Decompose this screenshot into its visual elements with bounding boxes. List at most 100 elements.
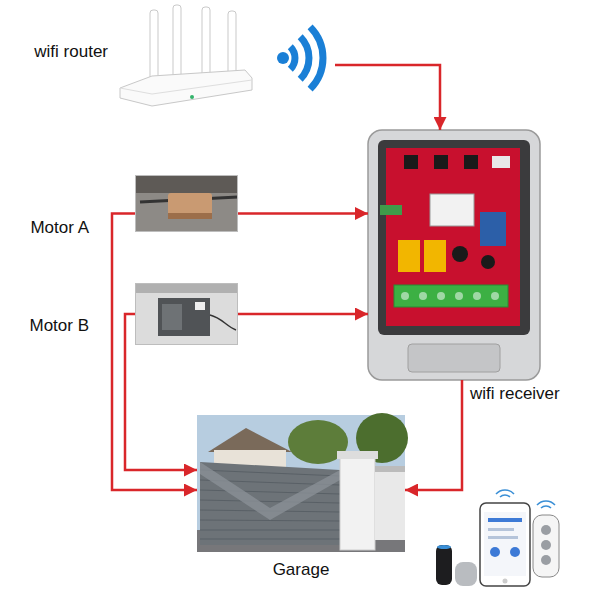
capacitor <box>452 246 468 262</box>
relay <box>398 240 420 272</box>
node-label: Motor A <box>30 218 89 238</box>
slat <box>200 520 340 521</box>
button <box>434 155 448 169</box>
motor-shade <box>168 213 212 219</box>
radio-module <box>480 212 506 246</box>
receiver-node: wifi receiver <box>368 130 540 380</box>
relay <box>424 240 446 272</box>
ceiling <box>135 283 238 293</box>
app-row <box>488 528 514 531</box>
pcb <box>386 148 520 326</box>
device-signal <box>496 490 555 508</box>
signal-arrow <box>112 214 197 491</box>
signal-arrow <box>238 212 368 215</box>
motor-light <box>195 302 205 310</box>
ceiling <box>135 175 238 193</box>
gate <box>200 462 340 545</box>
slat <box>200 539 340 540</box>
receiver-illustration <box>368 130 540 380</box>
motor-unit <box>158 298 210 336</box>
wifi-dot <box>277 52 289 64</box>
motor-unit <box>168 193 212 219</box>
app-button <box>510 547 520 557</box>
terminal-screw <box>491 292 499 300</box>
motor-node: Motor A <box>135 175 238 232</box>
terminal-screw <box>437 292 445 300</box>
mounting-tab <box>408 344 500 372</box>
wifi-arc <box>310 27 323 89</box>
signal-arrow <box>335 65 440 130</box>
wall <box>375 470 405 540</box>
wifi-module <box>430 194 474 226</box>
app-button <box>490 547 500 557</box>
motor-a-photo <box>135 175 238 232</box>
remote-button <box>541 540 551 550</box>
node-label: Motor B <box>29 316 89 336</box>
antenna <box>228 11 236 75</box>
signal-arc <box>541 506 551 508</box>
terminal-screw <box>419 292 427 300</box>
node-label: wifi receiver <box>470 384 560 404</box>
motor-b-photo <box>135 283 238 345</box>
signal-arrow <box>238 313 368 316</box>
garage-photo <box>197 413 408 552</box>
app-row <box>488 536 518 539</box>
capacitor <box>481 255 495 269</box>
motor-node: Motor B <box>135 283 238 345</box>
smart-speaker <box>455 562 477 586</box>
control-devices <box>436 490 559 586</box>
antenna <box>150 10 158 84</box>
remote-button <box>541 555 551 565</box>
node-label: wifi router <box>34 42 108 62</box>
pillar-cap <box>337 451 378 459</box>
antenna <box>202 7 210 77</box>
gate-chevron <box>200 462 340 520</box>
receiver-housing <box>368 130 540 380</box>
slat <box>200 470 340 476</box>
router-body <box>120 70 252 106</box>
router-led <box>190 95 194 99</box>
roof <box>208 428 292 452</box>
button <box>464 155 478 169</box>
phone-home <box>503 579 508 584</box>
photo-ground <box>135 283 238 345</box>
terminal-screw <box>473 292 481 300</box>
router-node: wifi router <box>112 5 335 110</box>
signal-arc <box>537 501 555 505</box>
phone <box>480 503 530 586</box>
terminal-screw <box>401 292 409 300</box>
wifi-arc <box>290 47 295 70</box>
terminal-block <box>394 285 508 307</box>
signal-arrow <box>405 380 462 490</box>
router-edge <box>120 80 252 94</box>
slat <box>200 500 340 503</box>
antenna <box>173 5 181 81</box>
wifi-arc <box>300 37 309 79</box>
smart-speaker <box>436 545 452 585</box>
garage-node: Garage <box>197 415 405 552</box>
antenna-board <box>380 205 402 215</box>
signal-arc <box>496 490 514 494</box>
wall-top <box>375 466 405 472</box>
node-label: Garage <box>273 560 330 580</box>
terminal-screw <box>455 292 463 300</box>
pillar <box>340 455 375 550</box>
speaker-ring <box>437 545 451 549</box>
motor-panel <box>162 304 182 330</box>
signal-arc <box>500 495 510 497</box>
app-row <box>488 518 522 522</box>
connector <box>492 156 510 168</box>
photo-ground <box>135 175 238 232</box>
router-illustration <box>120 5 252 106</box>
wifi-signal <box>277 27 323 89</box>
button <box>404 155 418 169</box>
remote-button <box>541 525 551 535</box>
phone-screen <box>484 512 526 576</box>
remote <box>533 515 559 577</box>
slat <box>200 530 340 531</box>
receiver-cavity <box>378 140 530 335</box>
cable <box>210 315 236 330</box>
